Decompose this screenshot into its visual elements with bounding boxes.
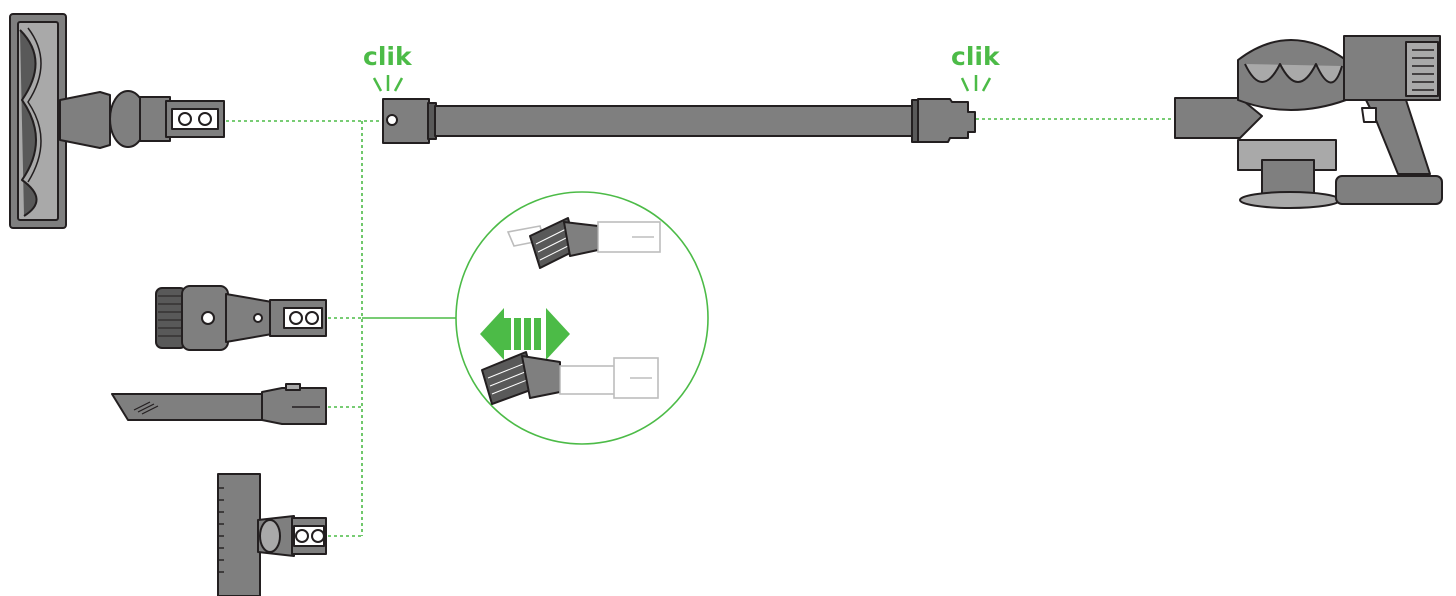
- slide-double-arrow-icon: [480, 308, 570, 360]
- click-label-left: clik: [363, 42, 412, 71]
- crevice-tool-icon: [111, 383, 327, 425]
- click-ticks-right: [960, 75, 992, 92]
- click-label-right: clik: [951, 42, 1000, 71]
- handheld-vacuum-icon: [1174, 35, 1443, 209]
- click-ticks-left: [372, 75, 404, 92]
- combination-brush-tool-icon: [155, 285, 327, 351]
- motorhead-floor-tool-icon: [9, 13, 225, 229]
- extension-wand-icon: [382, 98, 976, 144]
- brush-slide-detail-icon: [455, 191, 709, 445]
- connector-lines: [226, 118, 1174, 537]
- mini-motorised-tool-icon: [217, 473, 327, 596]
